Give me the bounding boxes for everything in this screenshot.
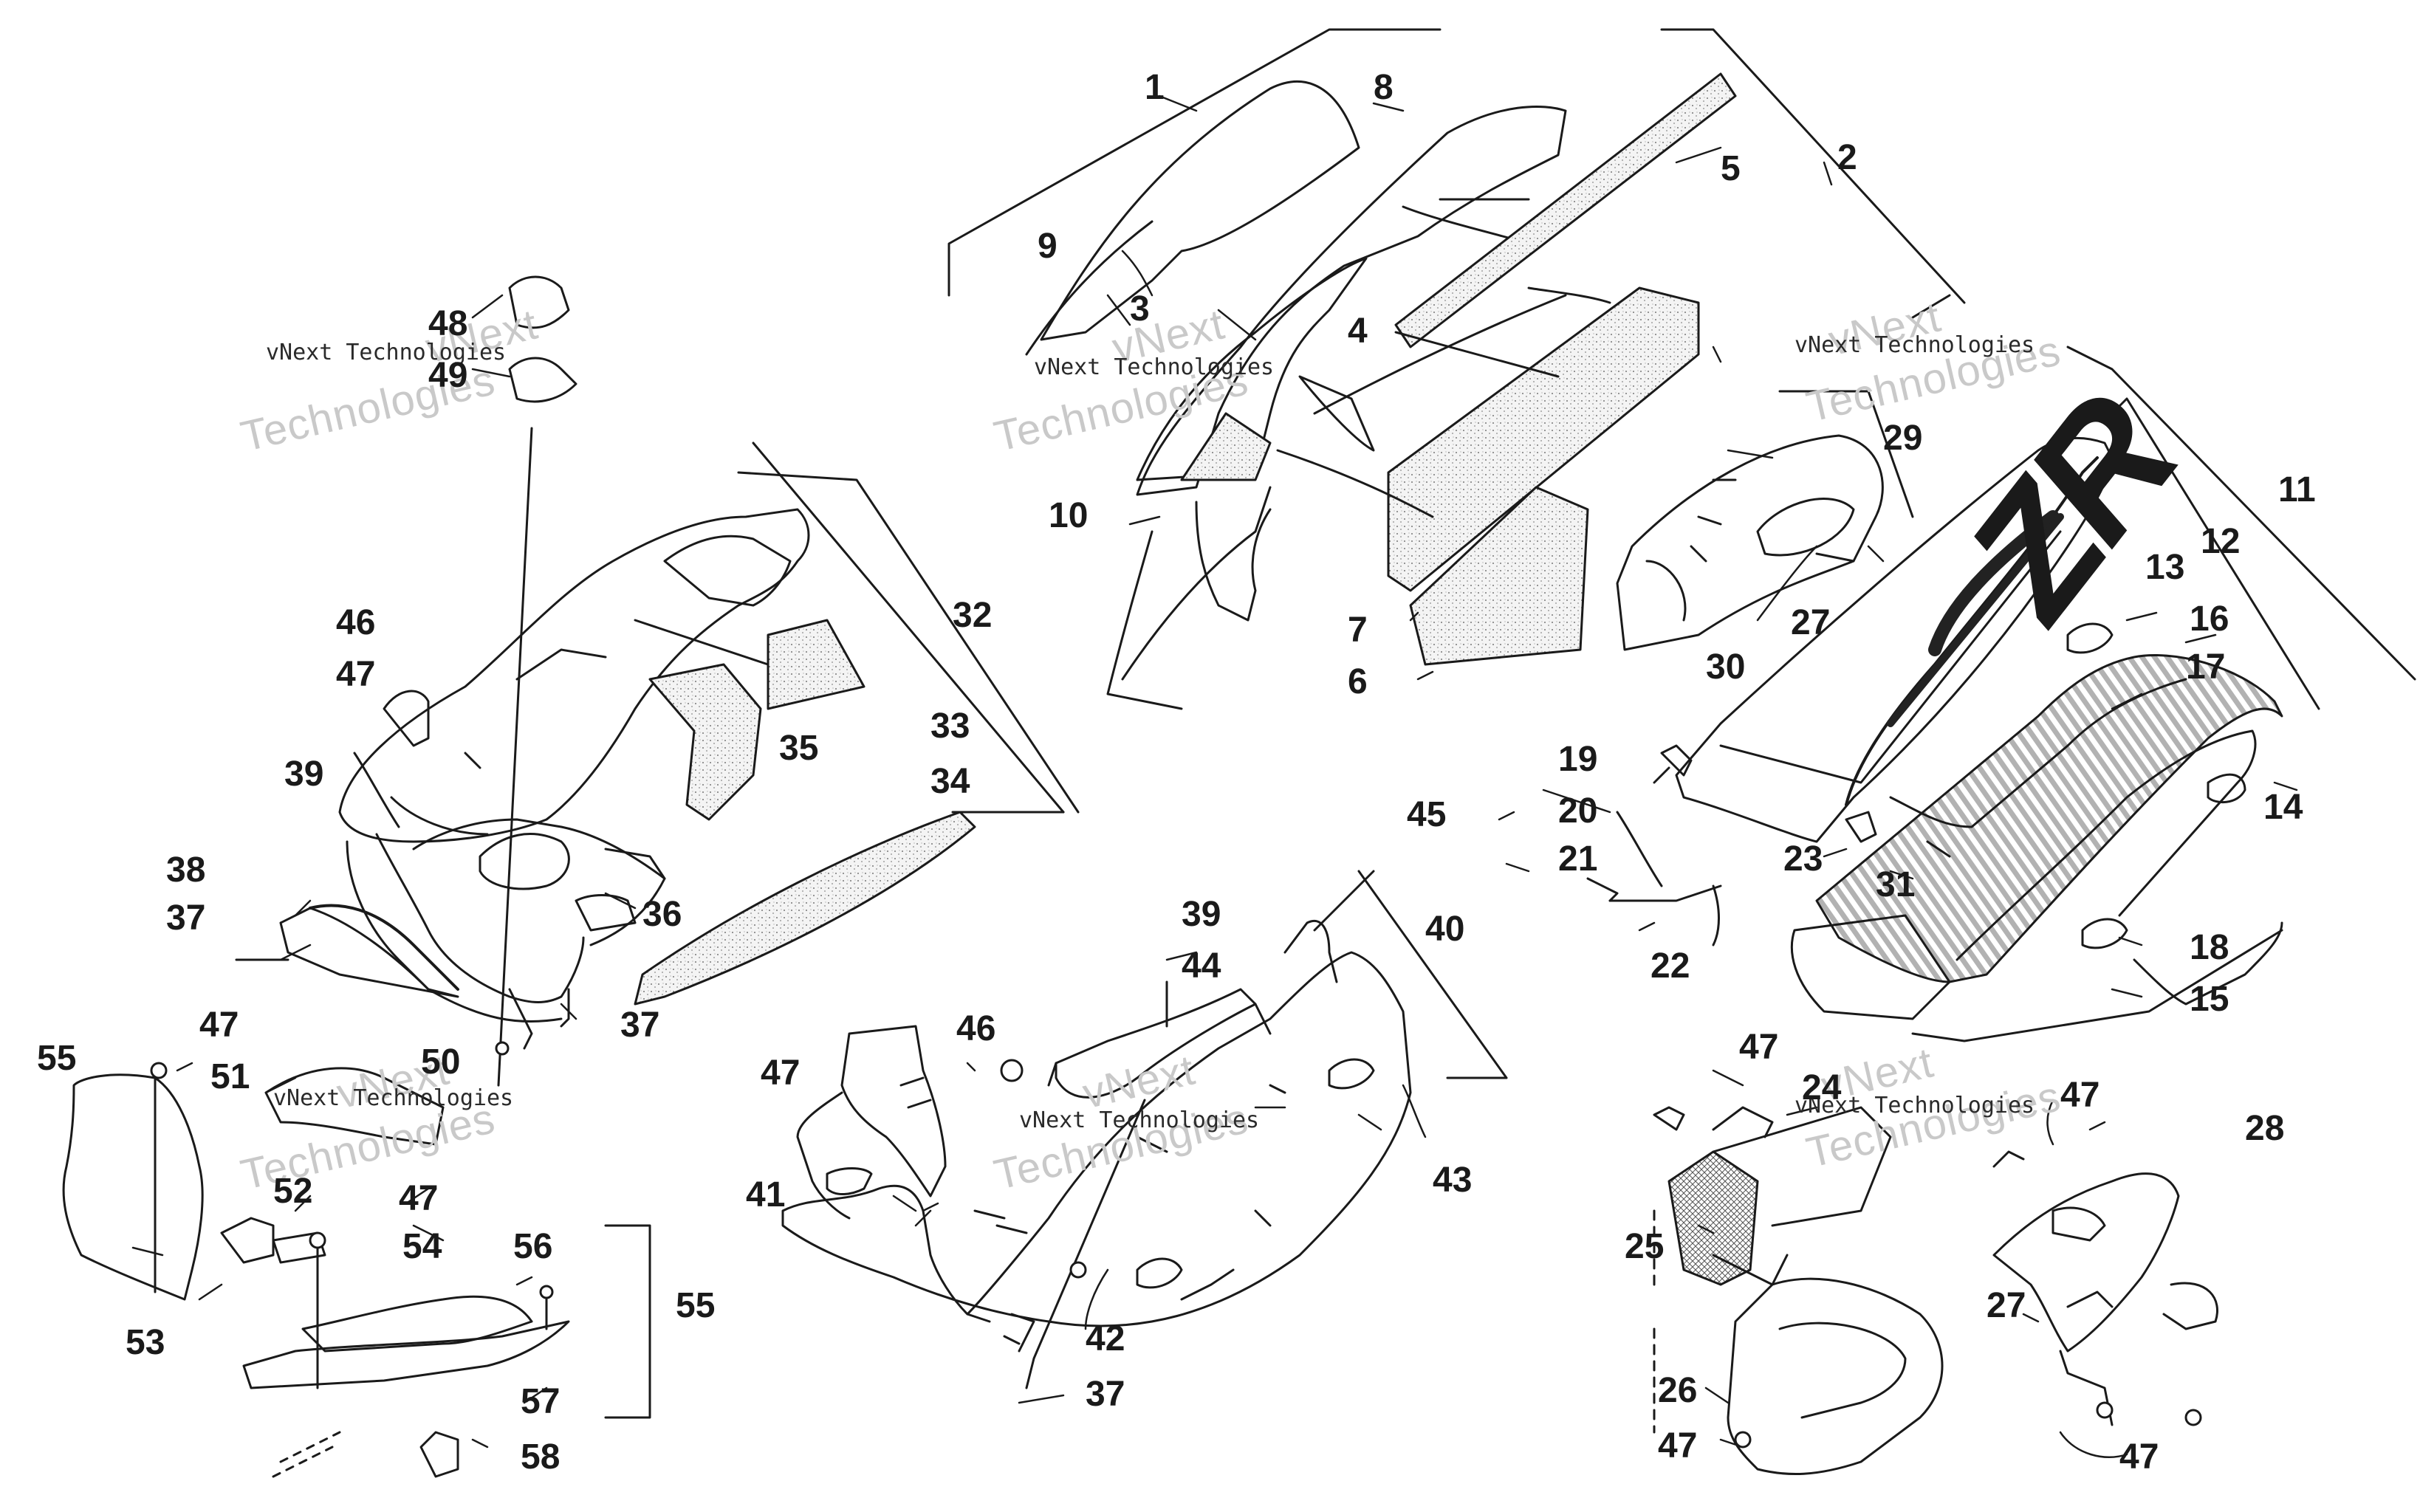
callout-32: 32	[953, 596, 993, 635]
callout-24: 24	[1802, 1068, 1842, 1107]
callout-29: 29	[1883, 419, 1923, 458]
callout-55-a: 55	[37, 1039, 77, 1078]
callout-47-g: 47	[1658, 1426, 1698, 1465]
callout-25: 25	[1625, 1227, 1665, 1266]
callout-47-a: 47	[336, 655, 376, 694]
callout-8: 8	[1374, 68, 1394, 107]
callout-4: 4	[1348, 312, 1368, 351]
callout-57: 57	[521, 1382, 561, 1421]
callout-47-d: 47	[761, 1054, 801, 1093]
callout-54: 54	[402, 1227, 442, 1266]
callout-52: 52	[273, 1172, 313, 1211]
callout-44: 44	[1182, 946, 1221, 986]
callout-17: 17	[2186, 647, 2226, 687]
callout-49: 49	[428, 356, 468, 395]
callout-12: 12	[2201, 522, 2241, 561]
callout-46-a: 46	[336, 603, 376, 642]
fastener-dots	[150, 1041, 2202, 1449]
callout-46-b: 46	[956, 1009, 996, 1048]
callout-47-f: 47	[2060, 1076, 2100, 1115]
callout-39-a: 39	[284, 755, 324, 794]
watermark-text: vNext Technologies	[1795, 1093, 2035, 1118]
callout-40: 40	[1425, 910, 1465, 949]
callout-58: 58	[521, 1437, 561, 1477]
side-panel-left-group	[1616, 390, 1914, 651]
callout-43: 43	[1433, 1161, 1473, 1200]
callout-39-b: 39	[1182, 895, 1221, 934]
callout-47-h: 47	[2119, 1437, 2159, 1477]
callout-21: 21	[1558, 839, 1598, 879]
callout-51: 51	[210, 1057, 250, 1096]
callout-27-a: 27	[1791, 603, 1831, 642]
callout-18: 18	[2190, 928, 2229, 967]
callout-23: 23	[1783, 839, 1823, 879]
callout-31: 31	[1876, 865, 1916, 904]
callout-47-b: 47	[199, 1006, 239, 1045]
callout-20: 20	[1558, 791, 1598, 831]
callout-15: 15	[2190, 980, 2229, 1019]
callout-48: 48	[428, 304, 468, 343]
belly-pan-left-group	[235, 275, 1080, 1087]
callout-2: 2	[1837, 138, 1857, 177]
callout-50: 50	[421, 1042, 461, 1082]
vent-and-shield-group	[1653, 1106, 2218, 1476]
callout-38: 38	[166, 850, 206, 890]
callout-5: 5	[1721, 149, 1741, 188]
leader-lines	[131, 94, 2298, 1458]
callout-3: 3	[1130, 289, 1150, 329]
callout-30: 30	[1706, 647, 1746, 687]
callout-37-a: 37	[166, 898, 206, 938]
callout-34: 34	[930, 762, 970, 801]
callout-14: 14	[2263, 788, 2303, 827]
callout-35: 35	[779, 729, 819, 768]
callout-47-c: 47	[399, 1179, 439, 1218]
callout-7: 7	[1348, 611, 1368, 650]
callout-1: 1	[1145, 68, 1165, 107]
callout-37-c: 37	[1086, 1375, 1125, 1414]
hood-decal-group	[947, 28, 1966, 710]
watermark-text: vNext Technologies	[1795, 332, 2035, 358]
callout-13: 13	[2145, 548, 2185, 587]
callout-53: 53	[126, 1323, 165, 1362]
fasteners-right	[1586, 744, 1951, 946]
front-bumper-group	[781, 870, 1508, 1389]
callout-33: 33	[930, 707, 970, 746]
watermark-text: vNext Technologies	[273, 1085, 514, 1111]
watermark-text: vNext Technologies	[1034, 354, 1275, 380]
callout-56: 56	[513, 1227, 553, 1266]
callout-10: 10	[1049, 496, 1089, 535]
callout-26: 26	[1658, 1371, 1698, 1410]
callout-22: 22	[1651, 946, 1690, 986]
side-panel-right-group	[1675, 346, 2416, 1042]
watermark-text: vNext Technologies	[1019, 1107, 1260, 1133]
callout-6: 6	[1348, 662, 1368, 701]
callout-37-b: 37	[620, 1006, 660, 1045]
callout-47-e: 47	[1739, 1028, 1779, 1067]
callout-27-b: 27	[1987, 1286, 2026, 1325]
callout-19: 19	[1558, 740, 1598, 779]
callout-45: 45	[1407, 795, 1447, 834]
callout-16: 16	[2190, 599, 2229, 639]
callout-36: 36	[642, 895, 682, 934]
callout-42: 42	[1086, 1319, 1125, 1358]
watermark-text: vNext Technologies	[266, 340, 507, 365]
callout-28: 28	[2245, 1109, 2285, 1148]
callout-55-b: 55	[676, 1286, 716, 1325]
callout-41: 41	[746, 1175, 786, 1214]
callout-9: 9	[1038, 227, 1058, 266]
callout-11: 11	[2278, 470, 2316, 509]
